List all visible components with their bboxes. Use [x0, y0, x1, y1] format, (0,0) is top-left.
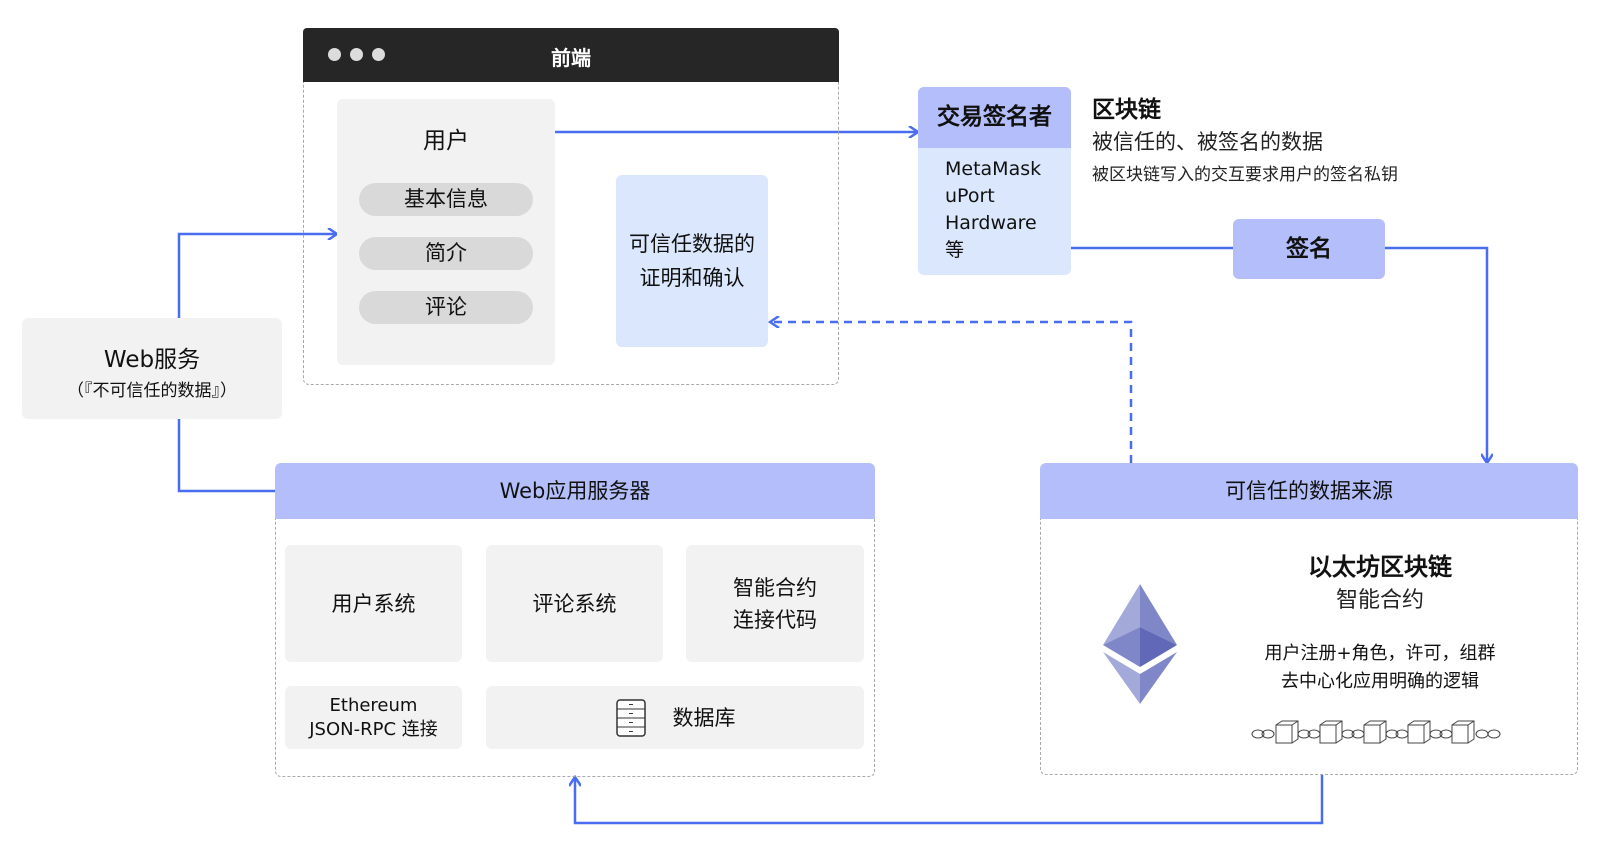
cell-user-system: 用户系统: [285, 545, 462, 662]
signer-list: MetaMask uPort Hardware 等: [945, 156, 1041, 264]
database-label: 数据库: [672, 705, 736, 730]
ethereum-description: 用户注册+角色，许可，组群 去中心化应用明确的逻辑: [1200, 640, 1560, 696]
frontend-title: 前端: [551, 46, 591, 70]
sign-box: 签名: [1233, 219, 1385, 279]
ethereum-desc-line-2: 去中心化应用明确的逻辑: [1281, 671, 1479, 692]
transaction-signer-box: 交易签名者 MetaMask uPort Hardware 等: [918, 87, 1071, 275]
arrow-source-to-appserver: [575, 775, 1324, 825]
window-dot-icon: [350, 48, 363, 61]
smart-contract-line-2: 连接代码: [733, 607, 817, 632]
ethereum-title: 以太坊区块链: [1308, 553, 1452, 581]
user-item-comments: 评论: [359, 291, 533, 324]
user-panel: 用户 基本信息 简介 评论: [337, 99, 555, 365]
web-app-server-header: Web应用服务器: [275, 463, 875, 519]
web-app-server-body: 用户系统 评论系统 智能合约 连接代码 Ethereum JSON-RPC 连接…: [275, 519, 875, 777]
window-dot-icon: [372, 48, 385, 61]
server-rack-icon: [615, 698, 646, 737]
cell-smart-contract-code: 智能合约 连接代码: [686, 545, 864, 662]
smart-contract-line-1: 智能合约: [733, 575, 817, 600]
trust-proof-box: 可信任数据的 证明和确认: [616, 175, 768, 347]
user-item-profile: 简介: [359, 237, 533, 270]
arrow-sign-to-trusted-source: [1385, 246, 1487, 463]
signer-item: MetaMask: [945, 158, 1042, 180]
blockchain-chain-icon: [1251, 720, 1501, 744]
trusted-source-header: 可信任的数据来源: [1040, 463, 1578, 519]
signer-item: Hardware: [945, 212, 1037, 234]
user-panel-title: 用户: [423, 128, 469, 154]
signer-title: 交易签名者: [918, 87, 1071, 148]
trust-proof-line-2: 证明和确认: [639, 266, 745, 290]
frontend-body: [303, 82, 839, 385]
ethereum-logo-icon: [1103, 584, 1177, 704]
trust-proof-line-1: 可信任数据的: [629, 232, 755, 256]
frontend-titlebar: 前端: [303, 28, 839, 82]
user-item-basic-info: 基本信息: [359, 183, 533, 216]
cell-comment-system: 评论系统: [486, 545, 663, 662]
web-service-subtitle: （『不可信任的数据』）: [67, 381, 237, 401]
json-rpc-line-1: Ethereum: [329, 694, 418, 716]
cell-database: 数据库: [486, 686, 864, 749]
blockchain-subtitle: 被信任的、被签名的数据: [1092, 130, 1323, 154]
signer-item: uPort: [945, 185, 995, 207]
signer-item: 等: [945, 239, 965, 261]
web-service-box: Web服务 （『不可信任的数据』）: [22, 318, 282, 419]
blockchain-title: 区块链: [1092, 97, 1161, 123]
cell-json-rpc: Ethereum JSON-RPC 连接: [285, 686, 462, 749]
window-dot-icon: [328, 48, 341, 61]
ethereum-desc-line-1: 用户注册+角色，许可，组群: [1264, 643, 1496, 664]
line-webservice-to-appserver: [177, 419, 275, 493]
json-rpc-line-2: JSON-RPC 连接: [309, 718, 438, 740]
trusted-source-body: [1040, 519, 1578, 775]
web-service-title: Web服务: [103, 347, 201, 373]
blockchain-note: 被区块链写入的交互要求用户的签名私钥: [1092, 165, 1398, 185]
ethereum-subtitle: 智能合约: [1335, 588, 1424, 613]
